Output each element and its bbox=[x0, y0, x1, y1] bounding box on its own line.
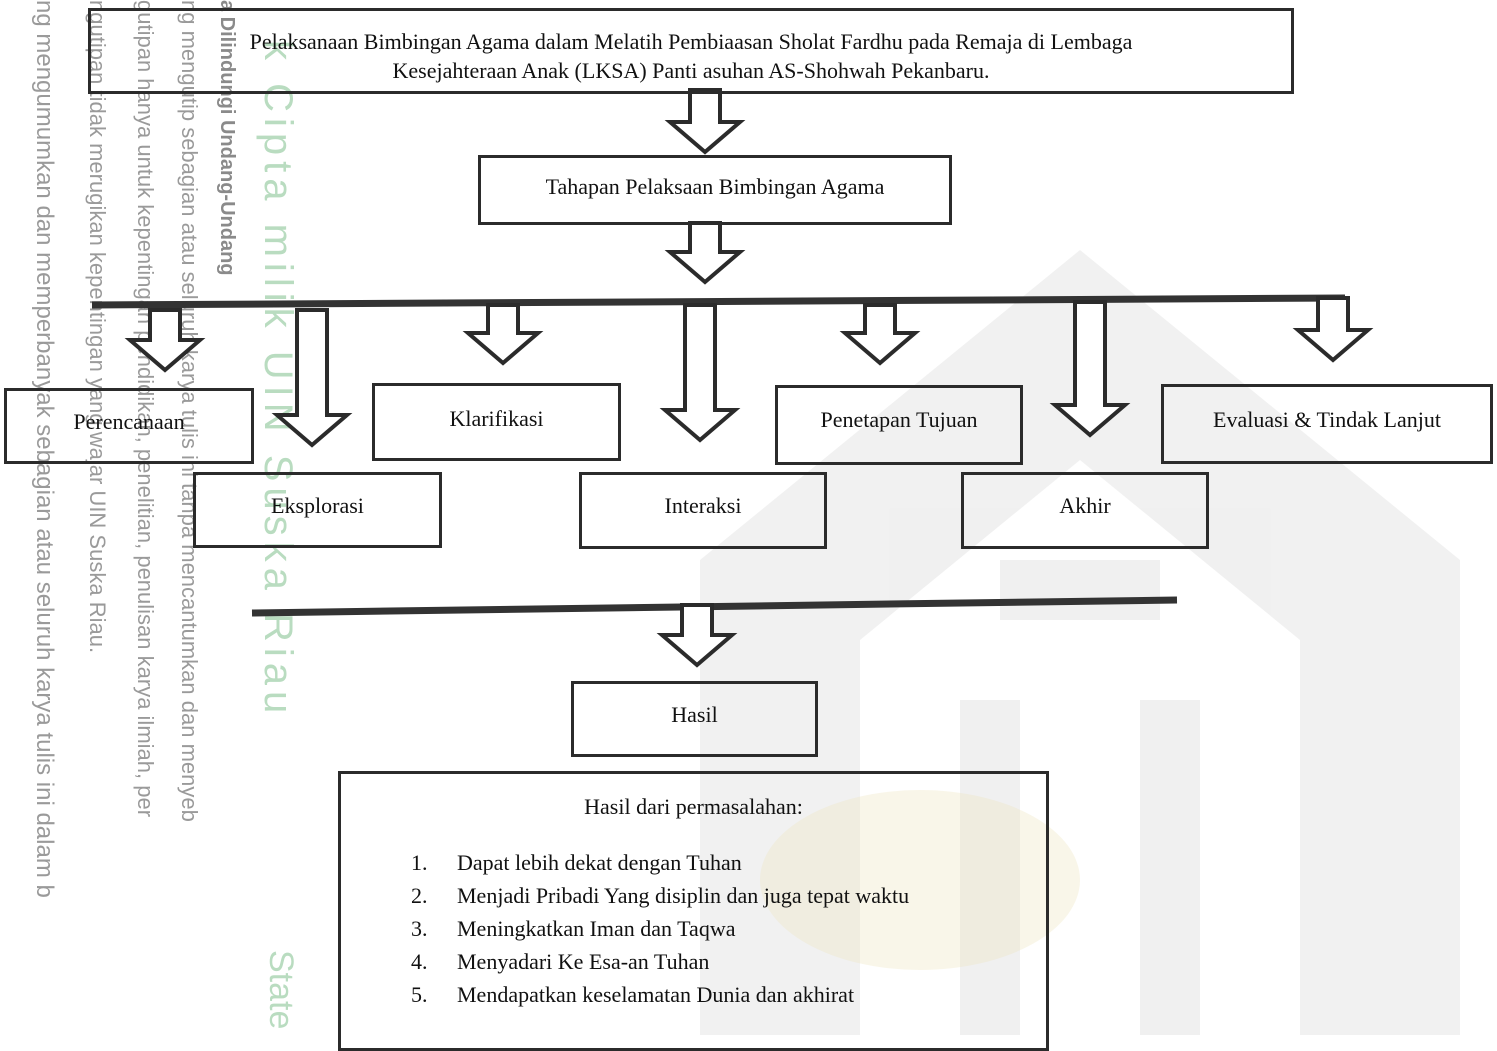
arrow-down-icon bbox=[656, 603, 738, 668]
list-item: 3. Meningkatkan Iman dan Taqwa bbox=[411, 916, 736, 941]
step-penetapan-tujuan: Penetapan Tujuan bbox=[775, 385, 1023, 465]
outcome-box: Hasil dari permasalahan: 1. Dapat lebih … bbox=[338, 771, 1049, 1051]
result-box: Hasil bbox=[571, 681, 818, 757]
step-perencanaan: Perencanaan bbox=[4, 388, 254, 464]
outcome-title: Hasil dari permasalahan: bbox=[584, 794, 803, 819]
stage-box: Tahapan Pelaksaan Bimbingan Agama bbox=[478, 155, 952, 225]
arrow-down-icon bbox=[839, 303, 921, 366]
title-box: Pelaksanaan Bimbingan Agama dalam Melati… bbox=[88, 8, 1294, 94]
arrow-down-icon bbox=[664, 221, 746, 285]
arrow-down-icon bbox=[462, 303, 544, 366]
list-item: 2. Menjadi Pribadi Yang disiplin dan jug… bbox=[411, 883, 910, 908]
list-item: 1. Dapat lebih dekat dengan Tuhan bbox=[411, 850, 742, 875]
arrow-down-icon bbox=[271, 308, 353, 448]
arrow-down-icon bbox=[659, 303, 741, 443]
step-eksplorasi: Eksplorasi bbox=[193, 472, 442, 548]
title-line-1: Pelaksanaan Bimbingan Agama dalam Melati… bbox=[249, 29, 1133, 54]
list-item: 5. Mendapatkan keselamatan Dunia dan akh… bbox=[411, 982, 855, 1007]
step-klarifikasi: Klarifikasi bbox=[372, 383, 621, 461]
arrow-down-icon bbox=[1049, 300, 1131, 438]
step-akhir: Akhir bbox=[961, 472, 1209, 549]
title-line-2: Kesejahteraan Anak (LKSA) Panti asuhan A… bbox=[392, 58, 990, 83]
arrow-down-icon bbox=[1292, 296, 1374, 363]
list-item: 4. Menyadari Ke Esa-an Tuhan bbox=[411, 949, 710, 974]
arrow-down-icon bbox=[124, 308, 206, 373]
outcome-list: 1. Dapat lebih dekat dengan Tuhan 2. Men… bbox=[397, 846, 909, 1011]
stage-label: Tahapan Pelaksaan Bimbingan Agama bbox=[545, 174, 885, 199]
branch-line bbox=[91, 294, 1346, 309]
step-evaluasi: Evaluasi & Tindak Lanjut bbox=[1161, 384, 1493, 464]
arrow-down-icon bbox=[664, 88, 746, 155]
step-interaksi: Interaksi bbox=[579, 472, 827, 549]
merge-line bbox=[251, 596, 1178, 617]
